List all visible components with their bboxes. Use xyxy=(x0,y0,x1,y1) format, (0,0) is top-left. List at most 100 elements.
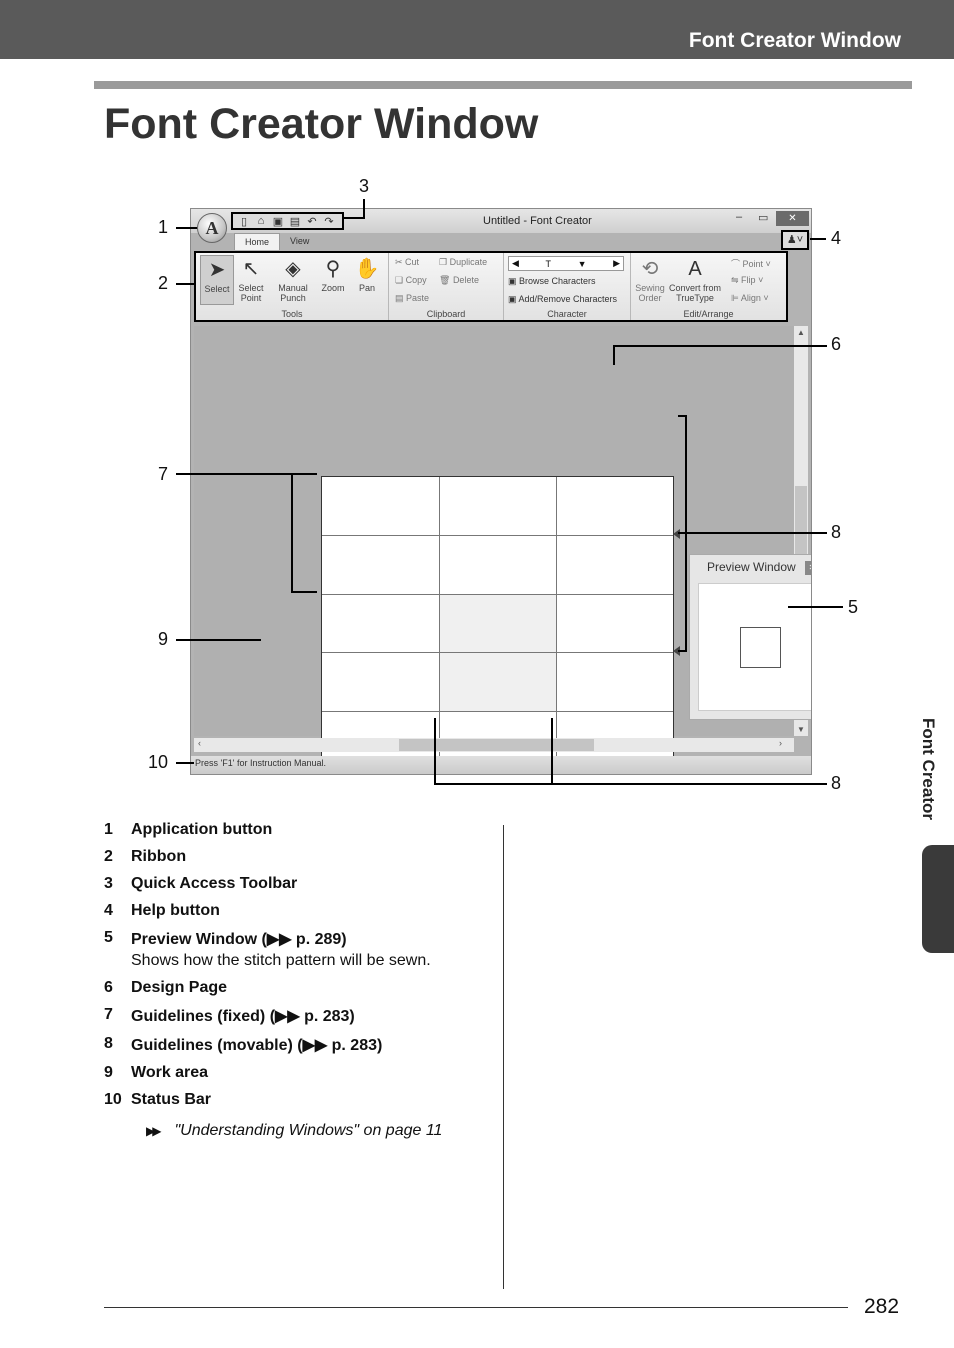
current-character: T xyxy=(545,258,552,269)
scroll-left-icon[interactable]: ‹ xyxy=(198,738,201,748)
callout-line-3 xyxy=(363,199,365,218)
callout-number-8: 8 xyxy=(831,522,842,542)
cross-reference-link[interactable]: ▶▶"Understanding Windows" on page 11 xyxy=(146,1122,442,1140)
item-label: Design Page xyxy=(131,979,228,996)
maximize-icon[interactable]: ▭ xyxy=(758,212,769,224)
item-number: 5 xyxy=(104,929,113,946)
zoom-button[interactable]: ⚲Zoom xyxy=(316,255,350,293)
callout-line-8b-right xyxy=(551,718,553,785)
save-icon[interactable]: ▣ xyxy=(272,215,284,228)
open-file-icon[interactable]: ⌂ xyxy=(257,215,265,227)
design-page[interactable] xyxy=(321,476,674,774)
prev-character-icon[interactable]: ◀ xyxy=(512,258,519,268)
copy-button[interactable]: ❏ Copy xyxy=(395,275,427,285)
paste-label: Paste xyxy=(406,293,430,303)
select-point-icon: ↖ xyxy=(242,258,260,280)
preview-close-icon[interactable]: ✕ xyxy=(805,561,811,575)
character-selector[interactable]: ◀ T ▼ ▶ xyxy=(508,256,624,271)
duplicate-label: Duplicate xyxy=(449,257,488,267)
align-dropdown[interactable]: ⊫ Align ˅ xyxy=(731,293,769,303)
ribbon-group-tools: ➤Select ↖Select Point ◈ Manual Punch ⚲Zoo… xyxy=(196,253,389,320)
tab-home[interactable]: Home xyxy=(234,233,281,250)
item-label: Guidelines (fixed) (▶▶ p. 283) xyxy=(131,1008,355,1025)
dropdown-icon[interactable]: ▼ xyxy=(577,258,587,269)
new-file-icon[interactable]: ▯ xyxy=(240,215,248,228)
item-number: 1 xyxy=(104,821,113,838)
list-item: 6 Design Page xyxy=(104,979,494,997)
manual-punch-icon: ◈ xyxy=(285,258,301,280)
callout-line-9 xyxy=(176,639,261,641)
callout-line-3b xyxy=(343,217,365,219)
duplicate-button[interactable]: ❐ Duplicate xyxy=(439,257,488,267)
horizontal-scroll-thumb[interactable] xyxy=(399,739,594,751)
tab-view[interactable]: View xyxy=(290,236,310,246)
item-number: 2 xyxy=(104,848,113,865)
redo-icon[interactable]: ↷ xyxy=(324,215,334,228)
callout-number-8-bottom: 8 xyxy=(831,773,842,793)
application-button[interactable]: A xyxy=(197,213,227,243)
minimize-icon[interactable]: – xyxy=(736,211,743,223)
item-label: Help button xyxy=(131,902,220,919)
browse-characters-button[interactable]: ▣ Browse Characters xyxy=(508,276,596,286)
preview-character-box xyxy=(740,627,781,668)
item-number: 6 xyxy=(104,979,113,996)
callout-line-6b xyxy=(613,345,615,365)
select-button[interactable]: ➤Select xyxy=(200,255,234,305)
save-as-icon[interactable]: ▤ xyxy=(289,215,301,228)
callout-number-10: 10 xyxy=(148,752,169,772)
ribbon-group-character: ◀ T ▼ ▶ ▣ Browse Characters ▣ Add/Remove… xyxy=(504,253,631,320)
preview-canvas xyxy=(698,583,811,711)
point-dropdown[interactable]: ⌒ Point ˅ xyxy=(731,259,771,269)
scroll-down-icon[interactable]: ▼ xyxy=(797,725,805,734)
cut-button[interactable]: ✂ Cut xyxy=(395,257,420,267)
undo-icon[interactable]: ↶ xyxy=(307,215,317,228)
column-divider xyxy=(503,825,504,1289)
title-rule xyxy=(94,81,912,89)
quick-access-toolbar: ▯ ⌂ ▣ ▤ ↶ ↷ xyxy=(231,212,344,230)
add-remove-characters-label: Add/Remove Characters xyxy=(518,294,618,304)
scroll-right-icon[interactable]: › xyxy=(779,738,782,748)
callout-number-2: 2 xyxy=(158,273,169,293)
item-number: 9 xyxy=(104,1064,113,1081)
close-icon[interactable]: ✕ xyxy=(776,211,809,226)
help-button[interactable]: ♟˅ xyxy=(781,230,809,250)
flip-dropdown[interactable]: ⇋ Flip ˅ xyxy=(731,275,764,285)
header-band: Font Creator Window xyxy=(0,0,954,59)
sewing-order-button[interactable]: ⟲Sewing Order xyxy=(633,255,667,303)
item-label: Quick Access Toolbar xyxy=(131,875,298,892)
item-label: Application button xyxy=(131,821,273,838)
select-point-button[interactable]: ↖Select Point xyxy=(234,255,268,303)
vertical-scroll-thumb[interactable] xyxy=(795,486,807,556)
guideline-movable[interactable] xyxy=(439,477,440,774)
scroll-up-icon[interactable]: ▲ xyxy=(797,328,805,337)
delete-button[interactable]: 🗑 Delete xyxy=(439,275,479,285)
item-number: 3 xyxy=(104,875,113,892)
ribbon-tabs: Home View xyxy=(234,233,319,250)
next-character-icon[interactable]: ▶ xyxy=(613,258,620,268)
item-number: 4 xyxy=(104,902,113,919)
header-section-title: Font Creator Window xyxy=(688,29,901,52)
manual-punch-button[interactable]: ◈ Manual Punch xyxy=(276,255,310,303)
callout-line-2 xyxy=(176,283,194,285)
paste-button[interactable]: ▤ Paste xyxy=(395,293,430,303)
hand-icon: ✋ xyxy=(354,258,380,280)
add-remove-characters-button[interactable]: ▣ Add/Remove Characters xyxy=(508,294,618,304)
grid-line xyxy=(322,535,673,536)
pan-button[interactable]: ✋Pan xyxy=(350,255,384,293)
window-title: Untitled - Font Creator xyxy=(483,215,592,227)
guideline-movable[interactable] xyxy=(556,477,557,774)
guideline-handle-icon[interactable] xyxy=(673,646,680,656)
manual-punch-label: Manual Punch xyxy=(278,283,308,303)
horizontal-scrollbar[interactable]: ‹ › xyxy=(194,738,794,752)
item-label: Preview Window (▶▶ p. 289) xyxy=(131,931,347,948)
callout-line-10 xyxy=(176,762,194,764)
callout-number-6: 6 xyxy=(831,334,842,354)
guideline-handle-icon[interactable] xyxy=(673,529,680,539)
footer-rule xyxy=(104,1307,848,1308)
